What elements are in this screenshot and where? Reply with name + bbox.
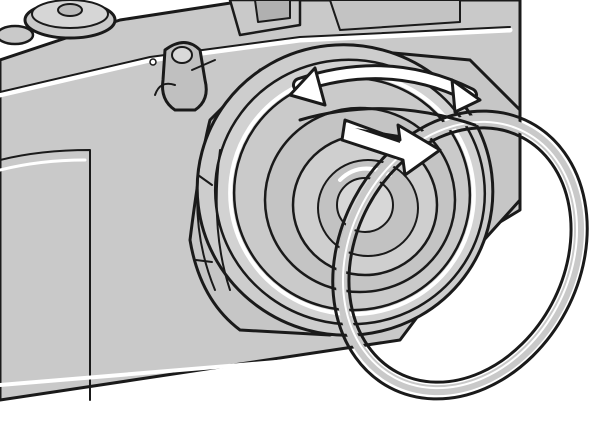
- top-dial-left: [25, 0, 115, 38]
- top-dial-small: [0, 26, 33, 44]
